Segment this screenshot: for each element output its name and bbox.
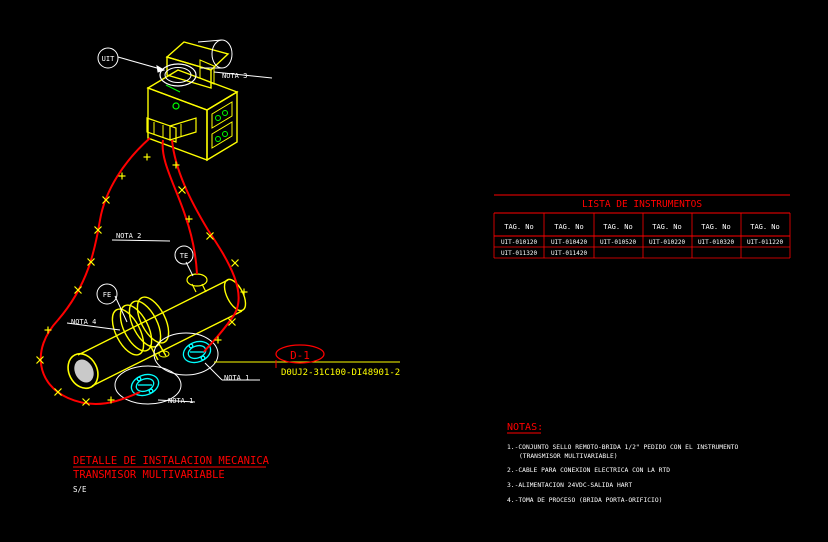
title-line-1: DETALLE DE INSTALACION MECANICA [73, 455, 270, 467]
table-cell: UIT-011320 [501, 250, 538, 257]
process-pipe [67, 273, 247, 390]
table-cell: UIT-010320 [698, 239, 735, 246]
detail-label: D-1 [290, 349, 310, 362]
seal-outline-left [114, 365, 182, 405]
note-4: 4.-TOMA DE PROCESO (BRIDA PORTA-ORIFICIO… [507, 497, 662, 504]
tag-bubble-fe: FE [96, 283, 118, 305]
table-cell: UIT-011220 [747, 239, 784, 246]
line-marker [87, 258, 95, 266]
table-cell: UIT-010420 [551, 239, 588, 246]
instrument-list-table: LISTA DE INSTRUMENTOS TAG. No TAG. No TAG.… [493, 194, 791, 259]
tag-bubble-uit: UIT [97, 47, 119, 69]
tag-bubble-te: TE [174, 245, 194, 265]
table-header-cell: TAG. No [554, 223, 584, 231]
line-marker [231, 259, 239, 267]
leader-lines [66, 56, 273, 403]
notes-title: NOTAS: [507, 422, 543, 433]
multivariable-transmitter [146, 39, 239, 162]
capillary-lines [39, 137, 240, 405]
notes-block: NOTAS: 1.-CONJUNTO SELLO REMOTO-BRIDA 1/… [507, 422, 738, 504]
line-marker [206, 232, 214, 240]
line-marker [228, 318, 236, 326]
table-header-cell: TAG. No [652, 223, 682, 231]
callout-nota-3: NOTA 3 [222, 72, 247, 80]
scale-label: S/E [73, 485, 87, 494]
tag-te-text: TE [180, 252, 188, 260]
drawing-title: DETALLE DE INSTALACION MECANICA TRANSMIS… [73, 455, 270, 494]
remote-seal-right [182, 340, 212, 364]
line-marker [102, 196, 110, 204]
table-cell: UIT-010220 [649, 239, 686, 246]
tag-fe-text: FE [103, 291, 111, 299]
line-marker [74, 286, 82, 294]
instrument-list-title: LISTA DE INSTRUMENTOS [582, 199, 702, 210]
remote-seal-left [130, 373, 160, 397]
line-marker [94, 226, 102, 234]
seal-outline-right [153, 332, 219, 376]
line-number: D0UJ2-31C100-DI48901-2 [281, 368, 400, 378]
callout-nota-2: NOTA 2 [116, 232, 141, 240]
line-marker [178, 186, 186, 194]
callout-nota-1-right: NOTA 1 [224, 374, 249, 382]
table-header-cell: TAG. No [701, 223, 731, 231]
note-1: 1.-CONJUNTO SELLO REMOTO-BRIDA 1/2" PEDI… [507, 444, 738, 451]
tag-uit-text: UIT [102, 55, 115, 63]
line-marker [82, 398, 90, 406]
table-header-cell: TAG. No [504, 223, 534, 231]
table-header-cell: TAG. No [603, 223, 633, 231]
note-1-continuation: (TRANSMISOR MULTIVARIABLE) [519, 453, 618, 460]
table-header-cell: TAG. No [750, 223, 780, 231]
note-3: 3.-ALIMENTACION 24VDC-SALIDA HART [507, 482, 632, 489]
line-marker [54, 388, 62, 396]
note-2: 2.-CABLE PARA CONEXION ELECTRICA CON LA … [507, 467, 670, 474]
callout-nota-4: NOTA 4 [71, 318, 96, 326]
line-marker [36, 356, 44, 364]
detail-reference: D-1 D0UJ2-31C100-DI48901-2 [214, 344, 400, 378]
line-markers [36, 153, 248, 406]
table-cell: UIT-010520 [600, 239, 637, 246]
table-cell: UIT-010120 [501, 239, 538, 246]
title-line-2: TRANSMISOR MULTIVARIABLE [73, 469, 225, 481]
table-cell: UIT-011420 [551, 250, 588, 257]
callout-nota-1-left: NOTA 1 [168, 397, 193, 405]
